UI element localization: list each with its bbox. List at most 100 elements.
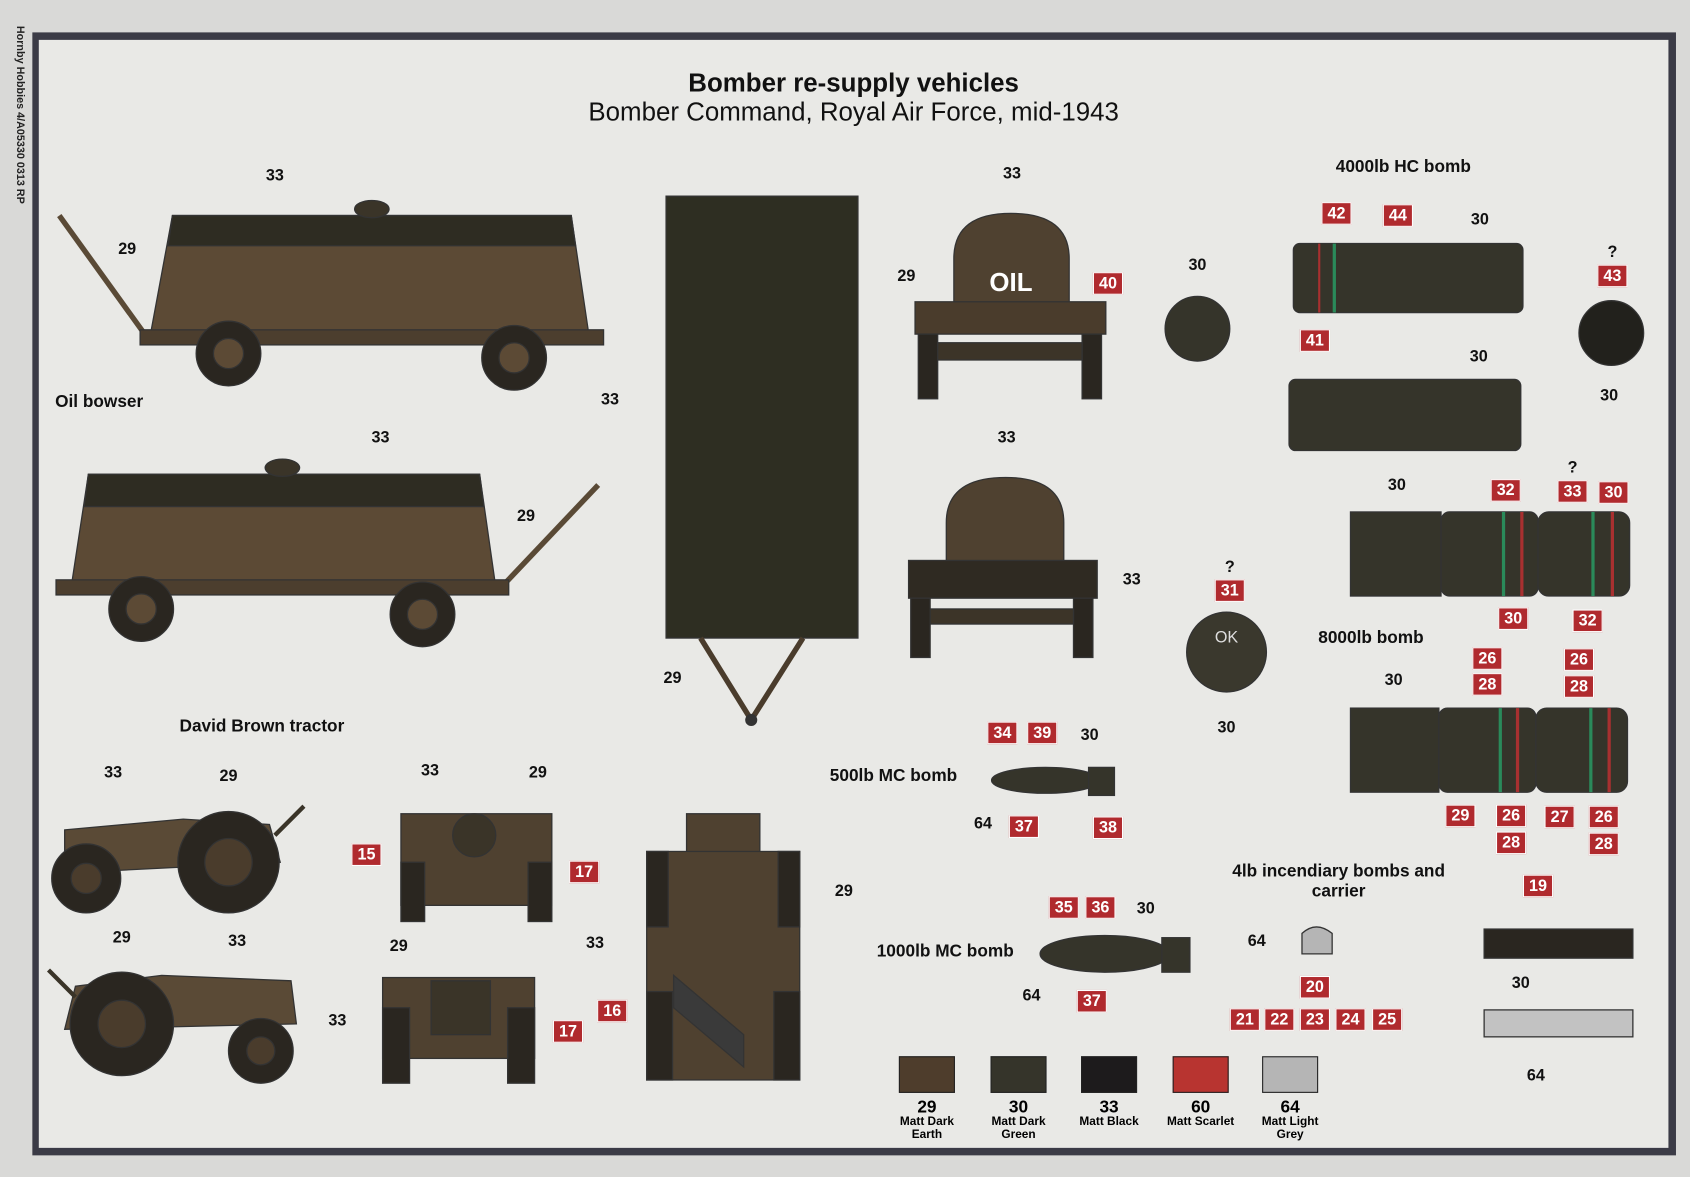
paint-swatch-33 [1081, 1056, 1138, 1093]
incendiary-bomb [1301, 926, 1333, 955]
decal-number-callout: 29 [1445, 804, 1476, 828]
paint-swatch-64 [1262, 1056, 1319, 1093]
paint-swatch-60 [1172, 1056, 1229, 1093]
decal-number-callout: 26 [1563, 648, 1595, 671]
decal-number-callout: 35 [1048, 896, 1079, 919]
ok-marking: OK [1215, 628, 1239, 646]
paint-number-callout: 30 [1470, 210, 1489, 230]
paint-number: 60 [1191, 1098, 1211, 1117]
decal-number-callout: 28 [1495, 831, 1527, 855]
decal-number-callout: 17 [569, 860, 600, 884]
paint-number-callout: 30 [1384, 670, 1403, 690]
paint-number-callout: 33 [228, 931, 247, 951]
decal-number-callout: 38 [1092, 816, 1124, 840]
paint-number: 33 [1099, 1098, 1119, 1117]
paint-number-callout: 33 [104, 763, 123, 782]
paint-number-callout: 64 [973, 814, 992, 833]
decal-number-callout: 33 [1557, 480, 1588, 503]
paint-number-callout: 33 [601, 390, 620, 410]
decal-number-callout: 37 [1076, 989, 1107, 1013]
paint-number-callout: 30 [1469, 347, 1488, 366]
paint-number-callout: 33 [1122, 570, 1141, 590]
decal-number-callout: 15 [351, 843, 382, 867]
page-subtitle: Bomber Command, Royal Air Force, mid-194… [588, 98, 1119, 128]
paint-swatch-30 [990, 1056, 1047, 1093]
paint-number-callout: 33 [997, 428, 1016, 447]
paint-number-callout: 33 [371, 428, 390, 447]
decal-number-callout: 32 [1572, 609, 1603, 633]
decal-number-callout: 20 [1299, 975, 1331, 999]
tractor-rear-view [381, 976, 536, 1084]
decal-number-callout: 28 [1563, 675, 1595, 698]
paint-number-callout: 29 [528, 763, 547, 782]
paint-number: 64 [1280, 1098, 1300, 1117]
bomb-4000-a [1292, 242, 1524, 314]
paint-number-callout: 30 [1511, 973, 1530, 993]
oil-cart-rear-view [907, 476, 1098, 659]
paint-number-callout: 29 [516, 507, 535, 526]
paint-number-callout: 29 [897, 266, 916, 286]
oil-marking: OIL [989, 269, 1032, 297]
paint-number-callout: 33 [585, 933, 604, 953]
decal-number-callout: 21 [1229, 1008, 1260, 1031]
decal-number-callout: 26 [1588, 805, 1619, 829]
decal-number-callout: 40 [1092, 272, 1124, 295]
paint-number: 30 [1008, 1098, 1029, 1117]
label-incendiary: 4lb incendiary bombs and carrier [1232, 862, 1445, 902]
decal-number-callout: 23 [1299, 1008, 1331, 1031]
decal-number-callout: 30 [1598, 481, 1629, 504]
decal-number-callout: 39 [1027, 721, 1058, 745]
tractor-side-view-2 [46, 968, 298, 1084]
paint-number-callout: 33 [1003, 164, 1022, 183]
bomb-1000lb [1039, 934, 1191, 973]
bomb-8000-lower [1349, 707, 1629, 793]
paint-number-callout: ? [1607, 243, 1618, 262]
bomb-8000-upper [1349, 511, 1631, 597]
decal-number-callout: 17 [552, 1020, 584, 1043]
paint-number-callout: 29 [389, 937, 408, 956]
bomb-4000-b [1288, 378, 1522, 452]
oil-cart-front-view [914, 212, 1107, 400]
decal-number-callout: 25 [1372, 1008, 1403, 1031]
decal-number-callout: 26 [1472, 647, 1503, 670]
paint-number-callout: 33 [265, 166, 284, 185]
paint-number: 29 [917, 1098, 937, 1117]
tractor-front-view [400, 813, 553, 923]
paint-number-callout: 64 [1247, 931, 1266, 951]
decal-number-callout: 43 [1597, 264, 1628, 288]
paint-name: Matt Scarlet [1167, 1115, 1235, 1129]
paint-number-callout: 30 [1600, 386, 1619, 405]
decal-number-callout: 31 [1214, 579, 1245, 602]
paint-number-callout: ? [1567, 458, 1578, 477]
page-title: Bomber re-supply vehicles [688, 68, 1019, 99]
paint-name: Matt Dark Earth [899, 1115, 954, 1142]
tractor-side-view-1 [51, 804, 306, 914]
decal-number-callout: 27 [1544, 805, 1575, 829]
decal-number-callout: 19 [1522, 874, 1554, 898]
paint-number-callout: 64 [1022, 986, 1041, 1006]
oil-bowser-side-view-1 [57, 199, 605, 391]
paint-number-callout: 33 [328, 1011, 347, 1030]
decal-number-callout: 36 [1085, 896, 1116, 919]
paint-number-callout: 30 [1387, 475, 1406, 495]
paint-number-callout: 64 [1526, 1066, 1545, 1085]
paint-swatch-29 [898, 1056, 955, 1093]
paint-number-callout: 33 [421, 761, 440, 780]
bomb-nose-disc [1578, 300, 1645, 367]
decal-number-callout: 32 [1490, 479, 1521, 502]
paint-number-callout: 29 [834, 882, 853, 901]
decal-number-callout: 42 [1321, 202, 1352, 225]
paint-name: Matt Black [1079, 1115, 1139, 1129]
label-oil-bowser: Oil bowser [55, 392, 144, 412]
ok-bomb-disc [1186, 611, 1268, 693]
decal-number-callout: 22 [1264, 1008, 1295, 1031]
paint-name: Matt Light Grey [1261, 1115, 1319, 1142]
label-500lb-bomb: 500lb MC bomb [829, 766, 958, 786]
decal-number-callout: 28 [1588, 832, 1619, 856]
paint-number-callout: 29 [219, 766, 238, 786]
paint-name: Matt Dark Green [991, 1115, 1046, 1142]
paint-number-callout: 30 [1188, 255, 1207, 275]
paint-number-callout: 29 [663, 668, 682, 688]
bomb-tail-disc [1164, 295, 1231, 362]
